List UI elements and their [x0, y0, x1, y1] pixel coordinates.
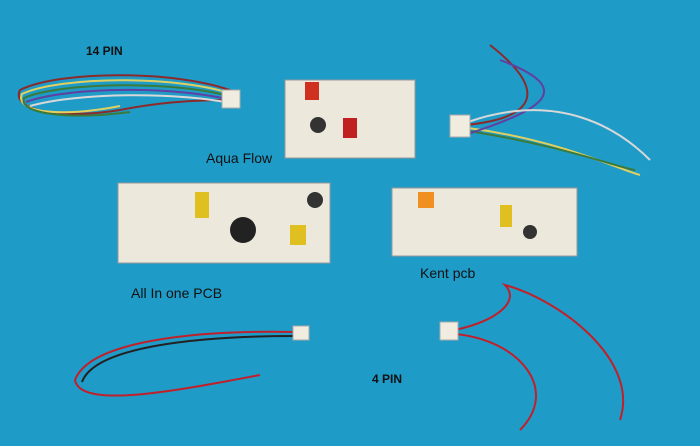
label-all-in-one-pcb: All In one PCB: [131, 285, 223, 301]
pcb-all-in-one: [117, 182, 331, 264]
pcb-kent: [391, 187, 578, 257]
wire-harness-14-pin: [17, 74, 241, 117]
label-14-pin: 14 PIN: [86, 44, 123, 58]
wire-4-pin-right: [439, 283, 624, 431]
label-4-pin: 4 PIN: [372, 372, 403, 386]
label-kent-pcb: Kent pcb: [420, 265, 476, 281]
wire-harness-right: [449, 44, 651, 176]
connector-14-pin: [221, 89, 241, 109]
label-aqua-flow: Aqua Flow: [206, 150, 273, 166]
pcb-aqua-flow: [284, 79, 416, 159]
wire-4-pin-left: [73, 325, 310, 397]
